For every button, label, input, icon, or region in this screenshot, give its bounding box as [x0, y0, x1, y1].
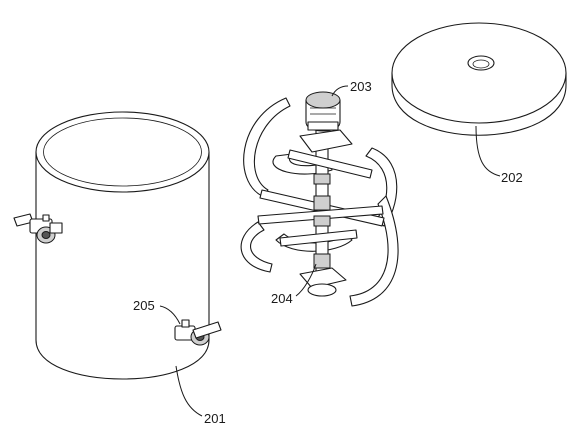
- leader-202: [475, 125, 501, 177]
- leader-204: [295, 263, 317, 297]
- motor-203: [305, 91, 341, 132]
- label-stirrer-shaft: 204: [271, 291, 293, 306]
- leader-203: [331, 85, 349, 97]
- label-container: 201: [204, 411, 226, 426]
- label-valve: 205: [133, 298, 155, 313]
- lid-202: [391, 22, 567, 136]
- leader-205: [159, 305, 181, 325]
- valve-205: [174, 319, 222, 346]
- leader-201: [175, 365, 203, 417]
- valve-left: [13, 213, 63, 244]
- label-lid: 202: [501, 170, 523, 185]
- label-motor: 203: [350, 79, 372, 94]
- container-201: [35, 111, 210, 380]
- stirrer-assembly: [240, 97, 399, 307]
